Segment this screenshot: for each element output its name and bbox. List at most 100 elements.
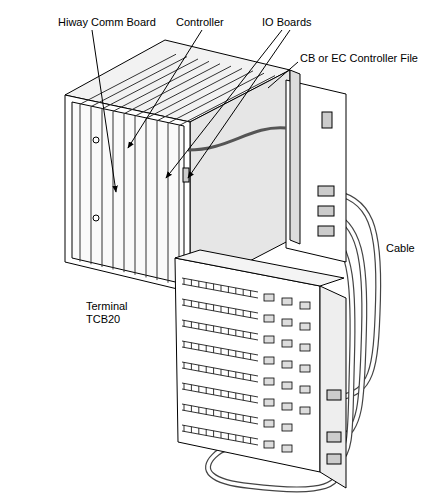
screw	[184, 404, 185, 410]
screw	[213, 326, 214, 332]
board-top	[146, 68, 242, 118]
fuse-block	[264, 399, 274, 406]
fuse-block	[300, 407, 310, 414]
screw	[206, 282, 207, 288]
part-label: IO Boards	[262, 16, 312, 29]
screw	[243, 310, 244, 316]
screw	[250, 396, 251, 402]
screw	[191, 385, 192, 391]
board-top	[102, 59, 198, 109]
strip	[182, 278, 258, 292]
fuse-block	[264, 378, 274, 385]
screw	[228, 434, 229, 440]
screw	[184, 299, 185, 305]
screw	[250, 375, 251, 381]
screw	[198, 365, 199, 371]
part-label: Cable	[386, 242, 415, 255]
screw	[206, 345, 207, 351]
screw	[206, 303, 207, 309]
screw	[198, 344, 199, 350]
board-top	[80, 54, 176, 104]
strip	[182, 404, 258, 418]
board-edge	[135, 116, 136, 275]
leader-line	[92, 30, 298, 192]
screw	[221, 285, 222, 291]
screw	[243, 394, 244, 400]
screw	[243, 331, 244, 337]
screw	[243, 436, 244, 442]
board-edge	[80, 104, 81, 261]
screw	[213, 284, 214, 290]
strip	[182, 425, 258, 439]
screw	[191, 427, 192, 433]
strip	[182, 284, 258, 298]
board-top	[91, 57, 187, 107]
screw	[213, 410, 214, 416]
screw	[228, 413, 229, 419]
fuse-block	[282, 319, 292, 326]
fuse-block	[282, 340, 292, 347]
fuse-block	[264, 336, 274, 343]
strip	[182, 341, 258, 355]
fuse-block	[282, 298, 292, 305]
part-label: Terminal TCB20	[86, 300, 134, 326]
fuse-block	[264, 420, 274, 427]
screw	[198, 323, 199, 329]
fuse-block	[282, 424, 292, 431]
screw	[250, 354, 251, 360]
fuse-block	[264, 294, 274, 301]
screw	[228, 308, 229, 314]
fuse-block	[264, 315, 274, 322]
strip	[182, 410, 258, 424]
fuse-block	[282, 445, 292, 452]
fuse-block	[264, 441, 274, 448]
board-edge	[124, 114, 125, 272]
screw	[221, 369, 222, 375]
screw	[206, 429, 207, 435]
fuse-block	[300, 323, 310, 330]
fuse-block	[300, 302, 310, 309]
screw	[184, 278, 185, 284]
strip	[182, 389, 258, 403]
screw	[228, 392, 229, 398]
screw	[228, 350, 229, 356]
strip	[182, 320, 258, 334]
strip	[182, 299, 258, 313]
screw	[235, 309, 236, 315]
board-top	[124, 64, 220, 114]
screw	[243, 415, 244, 421]
board-top	[168, 73, 264, 123]
screw	[184, 425, 185, 431]
screw	[191, 406, 192, 412]
screw	[206, 387, 207, 393]
screw	[243, 373, 244, 379]
screw	[206, 366, 207, 372]
strip	[182, 326, 258, 340]
screw	[228, 329, 229, 335]
screw	[250, 312, 251, 318]
screw	[191, 280, 192, 286]
screw	[221, 432, 222, 438]
fuse-block	[300, 365, 310, 372]
screw	[235, 435, 236, 441]
board-edge	[102, 109, 103, 267]
screw	[235, 372, 236, 378]
screw	[221, 411, 222, 417]
screw	[221, 348, 222, 354]
screw	[250, 333, 251, 339]
strip	[182, 431, 258, 445]
strip	[182, 368, 258, 382]
screw	[235, 393, 236, 399]
board-edge	[168, 123, 169, 282]
screw	[221, 327, 222, 333]
screw	[250, 438, 251, 444]
screw	[198, 302, 199, 308]
screw	[184, 341, 185, 347]
fuse-block	[264, 357, 274, 364]
part-label: Hiway Comm Board	[58, 16, 156, 29]
screw	[235, 330, 236, 336]
board-slots	[80, 54, 275, 285]
screw	[198, 386, 199, 392]
screw	[213, 389, 214, 395]
